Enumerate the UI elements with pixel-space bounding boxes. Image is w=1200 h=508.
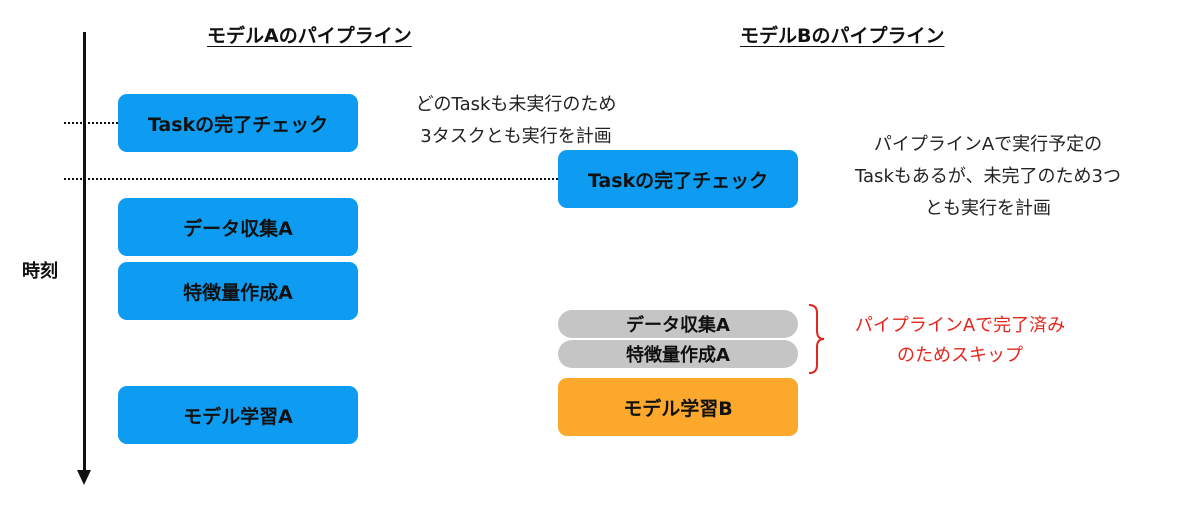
pipeline-a-train-task: モデル学習A: [118, 386, 358, 444]
pipeline-b-check-task: Taskの完了チェック: [558, 150, 798, 208]
pipeline-b-features-label: 特徴量作成A: [626, 345, 730, 366]
pipeline-b-features-task-skipped: 特徴量作成A: [558, 340, 798, 368]
pipeline-a-features-task: 特徴量作成A: [118, 262, 358, 320]
pipeline-b-note-line3: とも実行を計画: [925, 198, 1051, 219]
pipeline-b-collect-task-skipped: データ収集A: [558, 310, 798, 338]
model-b-pipeline-title: モデルBのパイプライン: [740, 25, 945, 47]
pipeline-b-train-task: モデル学習B: [558, 378, 798, 436]
pipeline-b-train-label: モデル学習B: [623, 397, 733, 420]
pipeline-a-note: どのTaskも未実行のため 3タスクとも実行を計画: [386, 89, 646, 153]
time-axis-arrowhead: [77, 470, 91, 485]
pipeline-a-note-line1: どのTaskも未実行のため: [415, 94, 617, 115]
time-marker-b-check: [64, 178, 558, 180]
time-axis-line: [83, 32, 86, 472]
pipeline-a-check-task: Taskの完了チェック: [118, 94, 358, 152]
skip-note-line2: のためスキップ: [897, 345, 1023, 366]
pipeline-a-features-label: 特徴量作成A: [183, 281, 293, 304]
pipeline-a-note-line2: 3タスクとも実行を計画: [420, 126, 612, 147]
model-a-pipeline-title: モデルAのパイプライン: [207, 25, 412, 47]
skip-note: パイプラインAで完了済み のためスキップ: [830, 311, 1090, 371]
pipeline-b-note-line1: パイプラインAで実行予定の: [873, 134, 1103, 155]
pipeline-a-check-label: Taskの完了チェック: [147, 113, 329, 136]
pipeline-b-collect-label: データ収集A: [626, 315, 730, 336]
skip-note-line1: パイプラインAで完了済み: [854, 315, 1066, 336]
time-marker-a-check: [64, 122, 118, 124]
pipeline-b-note: パイプラインAで実行予定の Taskもあるが、未完了のため3つ とも実行を計画: [818, 129, 1158, 225]
time-axis-label: 時刻: [22, 261, 58, 282]
pipeline-b-check-label: Taskの完了チェック: [587, 169, 769, 192]
pipeline-a-collect-label: データ収集A: [183, 217, 293, 240]
pipeline-b-note-line2: Taskもあるが、未完了のため3つ: [855, 166, 1121, 187]
curly-brace-icon: [808, 304, 825, 374]
pipeline-a-collect-task: データ収集A: [118, 198, 358, 256]
pipeline-a-train-label: モデル学習A: [183, 405, 293, 428]
